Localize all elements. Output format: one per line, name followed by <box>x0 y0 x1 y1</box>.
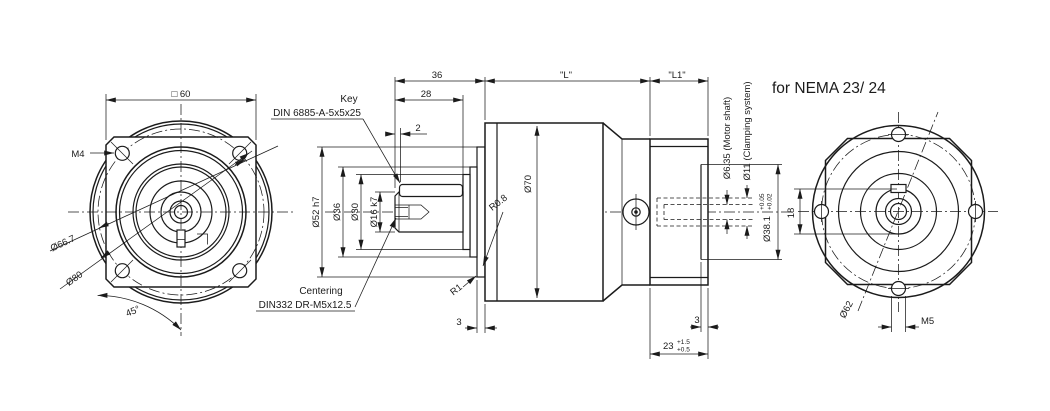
pilot-circle <box>115 146 247 278</box>
recess-circle-inner <box>135 166 227 258</box>
motor-adapter-block <box>649 138 709 286</box>
dim-len-l: "L" <box>560 70 572 81</box>
centering-label: Centering <box>299 286 342 297</box>
section-view: 36 28 2 "L" "L1" Ø52 h7 Ø36 Ø30 Ø16 k7 R… <box>256 70 795 359</box>
dim-bolt-circle: Ø66.7 <box>49 233 77 254</box>
dim-bolt-circle: Ø62 <box>838 299 856 320</box>
clamp-keyway-notch <box>890 183 907 194</box>
rear-view: 18 Ø62 M5 <box>786 111 998 332</box>
dim-motor-pilot-dia: Ø38.1 <box>762 216 773 242</box>
dim-recess-dia: Ø36 <box>332 203 343 221</box>
hole-tick <box>110 141 134 165</box>
r08-leader <box>482 211 504 267</box>
dim-motor-pilot-tol-hi: +0.05 <box>759 193 766 210</box>
dim-len-offset: 2 <box>415 123 420 134</box>
dim-motor-pilot-tol-lo: +0.02 <box>767 193 774 210</box>
dim-body-dia: Ø70 <box>523 175 534 193</box>
shaft-key <box>398 183 464 198</box>
center-hole-chamfer <box>169 200 193 224</box>
dim-clamp-len-tol-lo: +0.5 <box>677 347 690 354</box>
body-taper-top <box>602 122 650 140</box>
center-hole <box>173 204 189 220</box>
clamp-bore-circle <box>884 197 913 226</box>
dim-len-l1: "L1" <box>668 70 685 81</box>
hole-tick <box>110 259 134 283</box>
front-view: □ 60 M4 Ø66.7 Ø80 45° <box>49 89 294 336</box>
pilot-ring <box>476 146 486 278</box>
center-drill <box>395 204 430 220</box>
gearbox-body <box>484 122 604 302</box>
outer-dia-leader <box>59 150 253 290</box>
dim-shaft-dia: Ø16 k7 <box>369 197 380 228</box>
body-taper-bottom <box>602 284 650 302</box>
centering-leader <box>354 217 397 308</box>
bolt-hole <box>232 263 248 279</box>
key-spec-label: DIN 6885-A-5x5x25 <box>273 108 361 119</box>
recess-ring <box>469 166 478 258</box>
recess-notch <box>197 233 208 245</box>
leader-arrow <box>234 159 246 167</box>
motor-flange-square <box>824 137 973 286</box>
dim-motor-pilot: Ø38.1 +0.05 +0.02 <box>759 193 774 242</box>
key-label: Key <box>340 94 357 105</box>
dim-len-key: 28 <box>421 89 432 100</box>
dim-angle: 45° <box>124 304 142 320</box>
dim-clamping-dia: Ø11 (Clamping system) <box>742 81 753 180</box>
leader-arrow <box>100 250 111 259</box>
dim-hub-dia: Ø30 <box>350 203 361 221</box>
dim-thread-m5: M5 <box>921 316 934 327</box>
motor-shaft-hole <box>889 202 908 221</box>
mounting-holes <box>813 126 984 297</box>
diagonal-centerline <box>857 111 939 312</box>
recess-circle <box>859 172 938 251</box>
square-flange-outline <box>105 136 257 288</box>
r1-leader <box>462 275 477 288</box>
dim-pilot-dia: Ø52 h7 <box>311 196 322 227</box>
angle-arc <box>97 292 182 331</box>
dim-clamp-len-tol-hi: +1.5 <box>677 339 690 346</box>
dim-clamp-len: 23 <box>663 341 674 352</box>
key-leader <box>362 118 401 184</box>
dim-recess-depth: 3 <box>694 315 699 326</box>
dim-thread-m4: M4 <box>71 149 84 160</box>
pilot-circle-inner <box>118 149 244 275</box>
dim-square60: □ 60 <box>172 89 191 100</box>
hole-tick <box>228 259 252 283</box>
leader-arrow <box>239 152 250 161</box>
centering-spec-label: DIN332 DR-M5x12.5 <box>259 300 352 311</box>
hub-ring <box>462 173 471 251</box>
dim-fillet-r1: R1 <box>448 282 464 298</box>
leader-arrow <box>98 221 110 229</box>
drawing-title: for NEMA 23/ 24 <box>772 80 886 97</box>
dim-len-total: 36 <box>432 70 443 81</box>
dim-pilot-depth: 3 <box>456 317 461 328</box>
dim-hub-width: 18 <box>786 208 797 219</box>
inner-face-circle <box>837 150 960 273</box>
dim-outer-dia: Ø80 <box>64 269 85 288</box>
recess-circle <box>132 163 230 261</box>
keyway-slot <box>176 229 186 248</box>
dim-motor-shaft-dia: Ø6.35 (Motor shaft) <box>722 97 733 179</box>
